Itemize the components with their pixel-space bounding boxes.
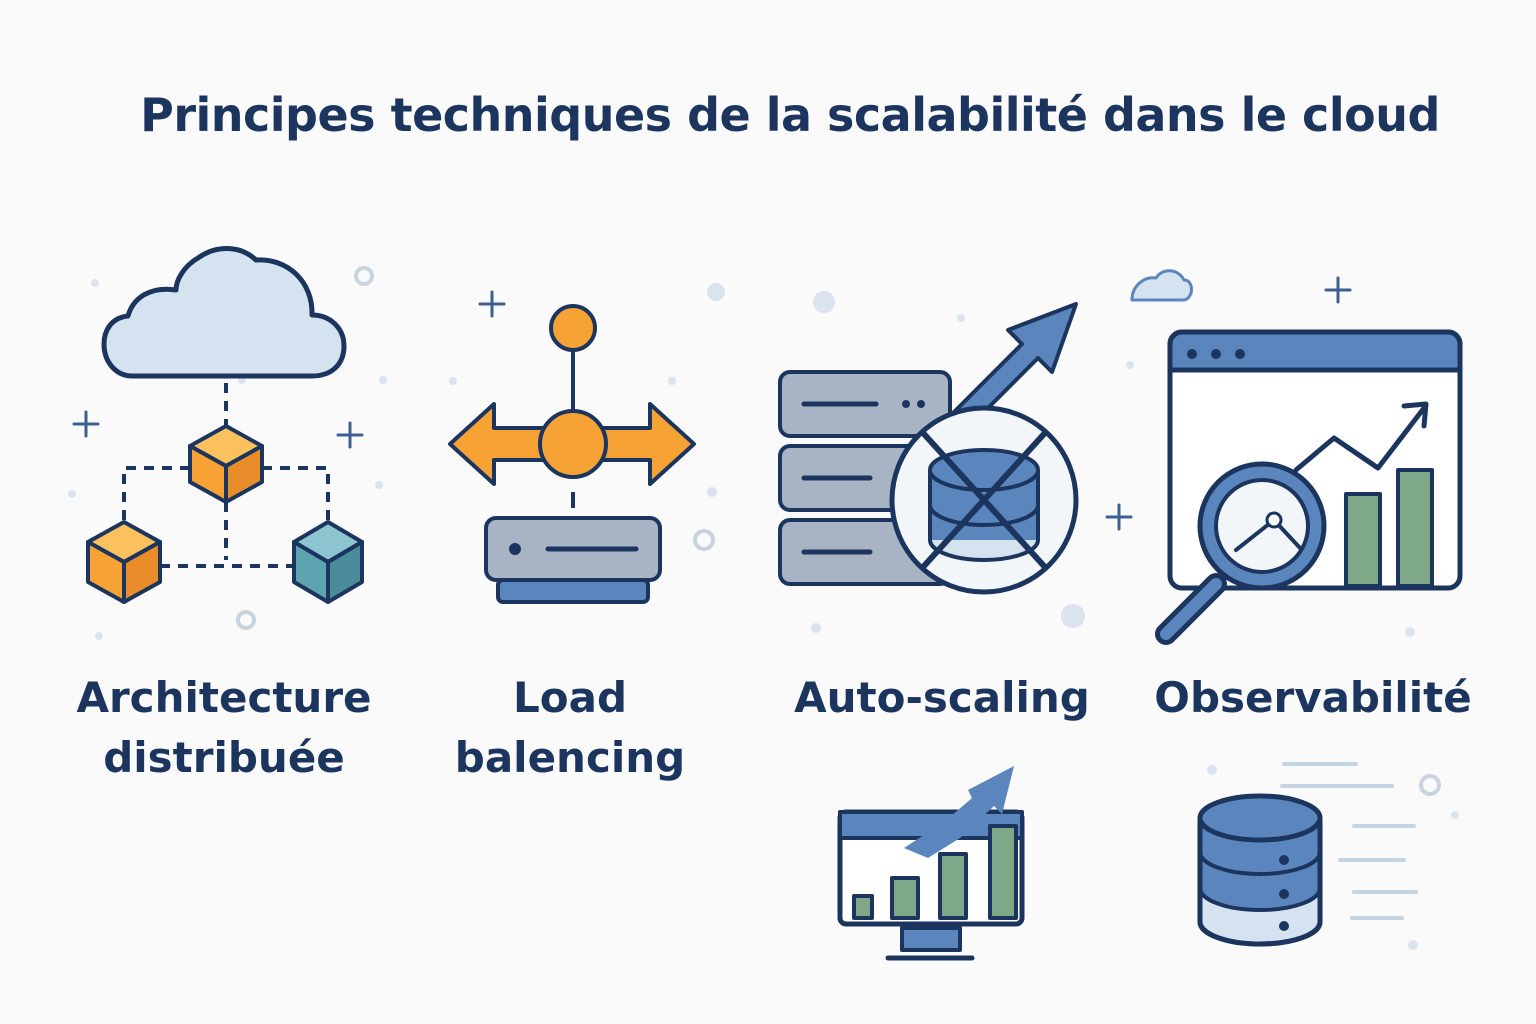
background-decorations [68,279,1459,950]
label-line: Observabilité [1154,673,1472,722]
decor-rings [236,266,1441,796]
load-balancer-icon [448,304,696,604]
concept-label-observability: Observabilité [1142,668,1484,728]
database-stack-icon [1197,762,1418,947]
label-line: Architecture [76,673,372,722]
page-title: Principes techniques de la scalabilité d… [140,88,1440,142]
label-line: distribuée [103,733,345,782]
label-line: Auto-scaling [794,673,1090,722]
decor-plus-signs [72,276,1352,531]
cloud-distributed-cubes-icon [86,246,364,604]
concept-label-auto-scaling: Auto-scaling [772,668,1112,728]
concept-label-architecture: Architecture distribuée [44,668,404,788]
growth-chart-monitor-icon [837,766,1025,961]
label-line: Load [512,673,628,722]
monitoring-magnifier-icon [1130,269,1463,645]
server-scaling-icon [778,302,1079,595]
label-line: balencing [454,733,686,782]
concept-label-load-balancing: Load balencing [420,668,720,788]
